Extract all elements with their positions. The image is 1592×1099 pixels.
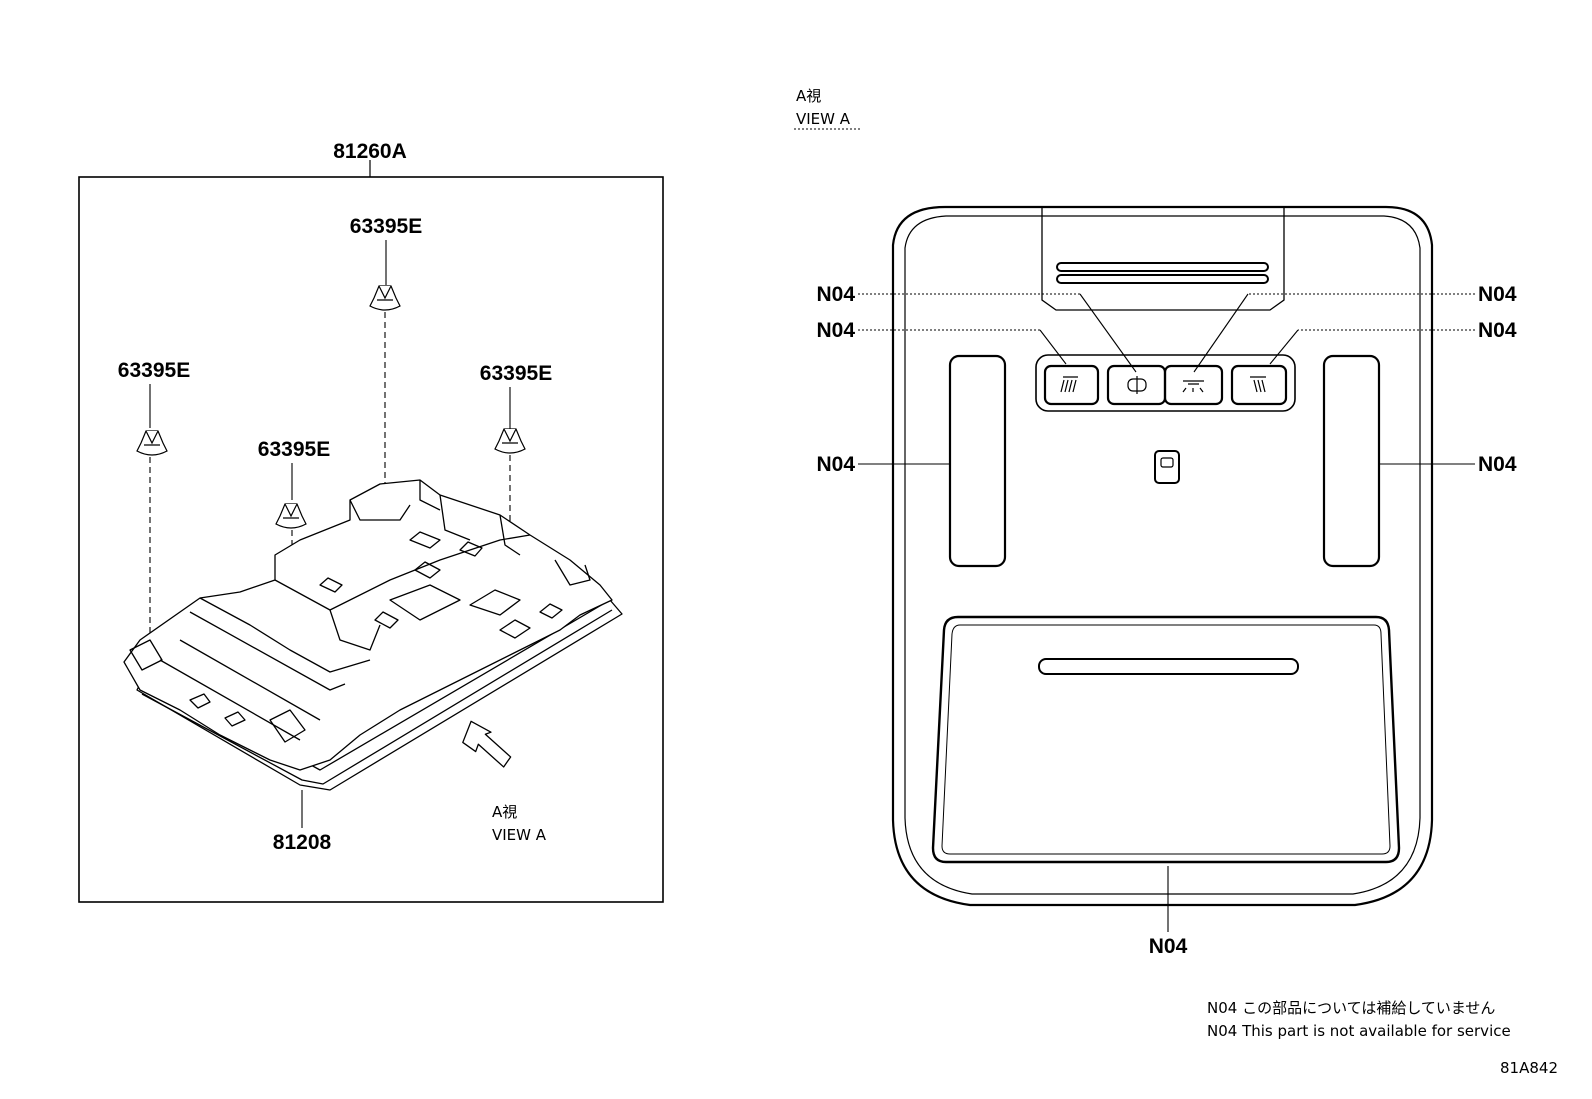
assembly-frame xyxy=(78,160,664,903)
map-light-left-icon xyxy=(1060,376,1078,393)
sensor-icon xyxy=(1160,457,1174,468)
n04-callout: N04 xyxy=(816,319,855,342)
n04-leader-lines xyxy=(858,293,1475,932)
n04-callout: N04 xyxy=(1149,935,1188,958)
n04-callout: N04 xyxy=(1478,283,1517,306)
overhead-console-housing xyxy=(123,479,623,791)
clip-icon xyxy=(136,430,168,456)
note-ja: N04 この部品については補給していません xyxy=(1207,999,1495,1017)
n04-callout: N04 xyxy=(1478,319,1517,342)
clip-icon xyxy=(275,503,307,529)
clip-callout-right: 63395E xyxy=(480,362,552,385)
map-light-right-icon xyxy=(1250,376,1266,393)
clip-icon xyxy=(369,285,401,311)
view-arrow-label-en: VIEW A xyxy=(492,826,547,844)
note-en: N04 This part is not available for servi… xyxy=(1207,1022,1511,1040)
view-arrow-label-ja: A視 xyxy=(492,803,517,821)
dome-light-icon xyxy=(1182,380,1204,393)
clip-icons xyxy=(136,285,526,529)
assembly-callout: 81260A xyxy=(333,140,407,163)
switch-icons xyxy=(1060,376,1266,468)
n04-callout: N04 xyxy=(816,283,855,306)
console-view-a xyxy=(891,205,1434,907)
n04-callout: N04 xyxy=(1478,453,1517,476)
clip-callout-left: 63395E xyxy=(118,359,190,382)
view-a-arrow-icon xyxy=(462,720,512,768)
sunroof-switch-icon xyxy=(1127,376,1147,394)
view-title-ja: A視 xyxy=(796,87,821,105)
view-title-en: VIEW A xyxy=(796,110,851,128)
clip-leader-lines xyxy=(149,240,511,500)
base-callout: 81208 xyxy=(273,831,332,854)
clip-callout-center: 63395E xyxy=(258,438,330,461)
clip-icon xyxy=(494,428,526,454)
n04-callout: N04 xyxy=(816,453,855,476)
drawing-number: 81A842 xyxy=(1500,1059,1558,1077)
clip-callout-top: 63395E xyxy=(350,215,422,238)
